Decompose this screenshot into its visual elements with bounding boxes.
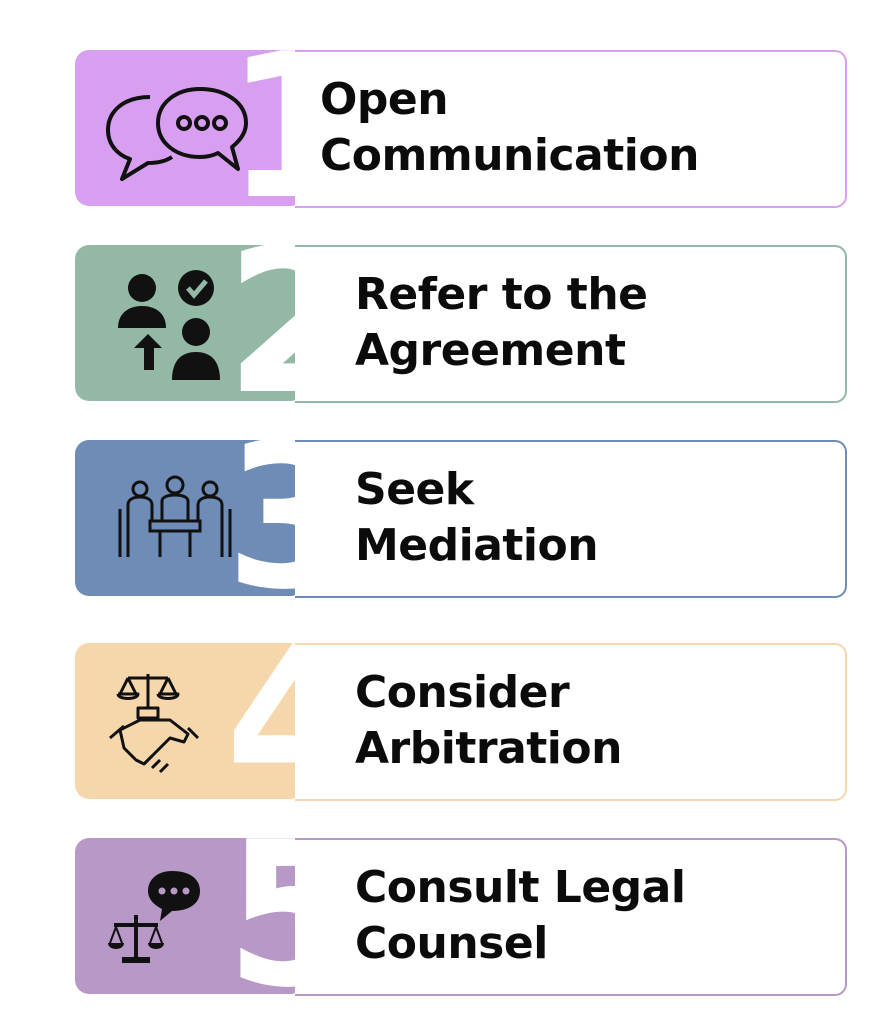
step-2: 2 Refer to the Agreement (75, 245, 847, 403)
step-2-tile: 2 (75, 245, 305, 401)
step-1-number: 1 (225, 50, 305, 206)
people-check-icon (118, 270, 220, 380)
step-4-number: 4 (225, 643, 305, 799)
step-2-number: 2 (225, 245, 305, 401)
step-3-number: 3 (225, 440, 305, 596)
step-4-card (295, 643, 847, 801)
step-5-number: 5 (225, 838, 305, 994)
step-5-title: Consult Legal Counsel (355, 862, 686, 969)
meeting-table-icon (118, 475, 232, 557)
step-1: 1 Open Communication (75, 50, 847, 208)
step-3-title: Seek Mediation (355, 464, 599, 571)
scales-handshake-icon (109, 674, 200, 774)
step-5: 5 Consult Legal Counsel (75, 838, 847, 996)
step-3-card (295, 440, 847, 598)
step-5-tile: 5 (75, 838, 305, 994)
step-4-tile: 4 (75, 643, 305, 799)
step-1-tile: 1 (75, 50, 305, 206)
step-1-card (295, 50, 847, 208)
step-2-title: Refer to the Agreement (355, 269, 648, 376)
step-4: 4 Consider Arbitration (75, 643, 847, 801)
scales-speech-icon (108, 871, 200, 963)
step-2-card (295, 245, 847, 403)
speech-bubbles-icon (106, 87, 248, 181)
step-5-card (295, 838, 847, 996)
step-3-tile: 3 (75, 440, 305, 596)
step-1-title: Open Communication (320, 74, 699, 181)
step-4-title: Consider Arbitration (355, 667, 622, 774)
step-3: 3 Seek Mediation (75, 440, 847, 598)
